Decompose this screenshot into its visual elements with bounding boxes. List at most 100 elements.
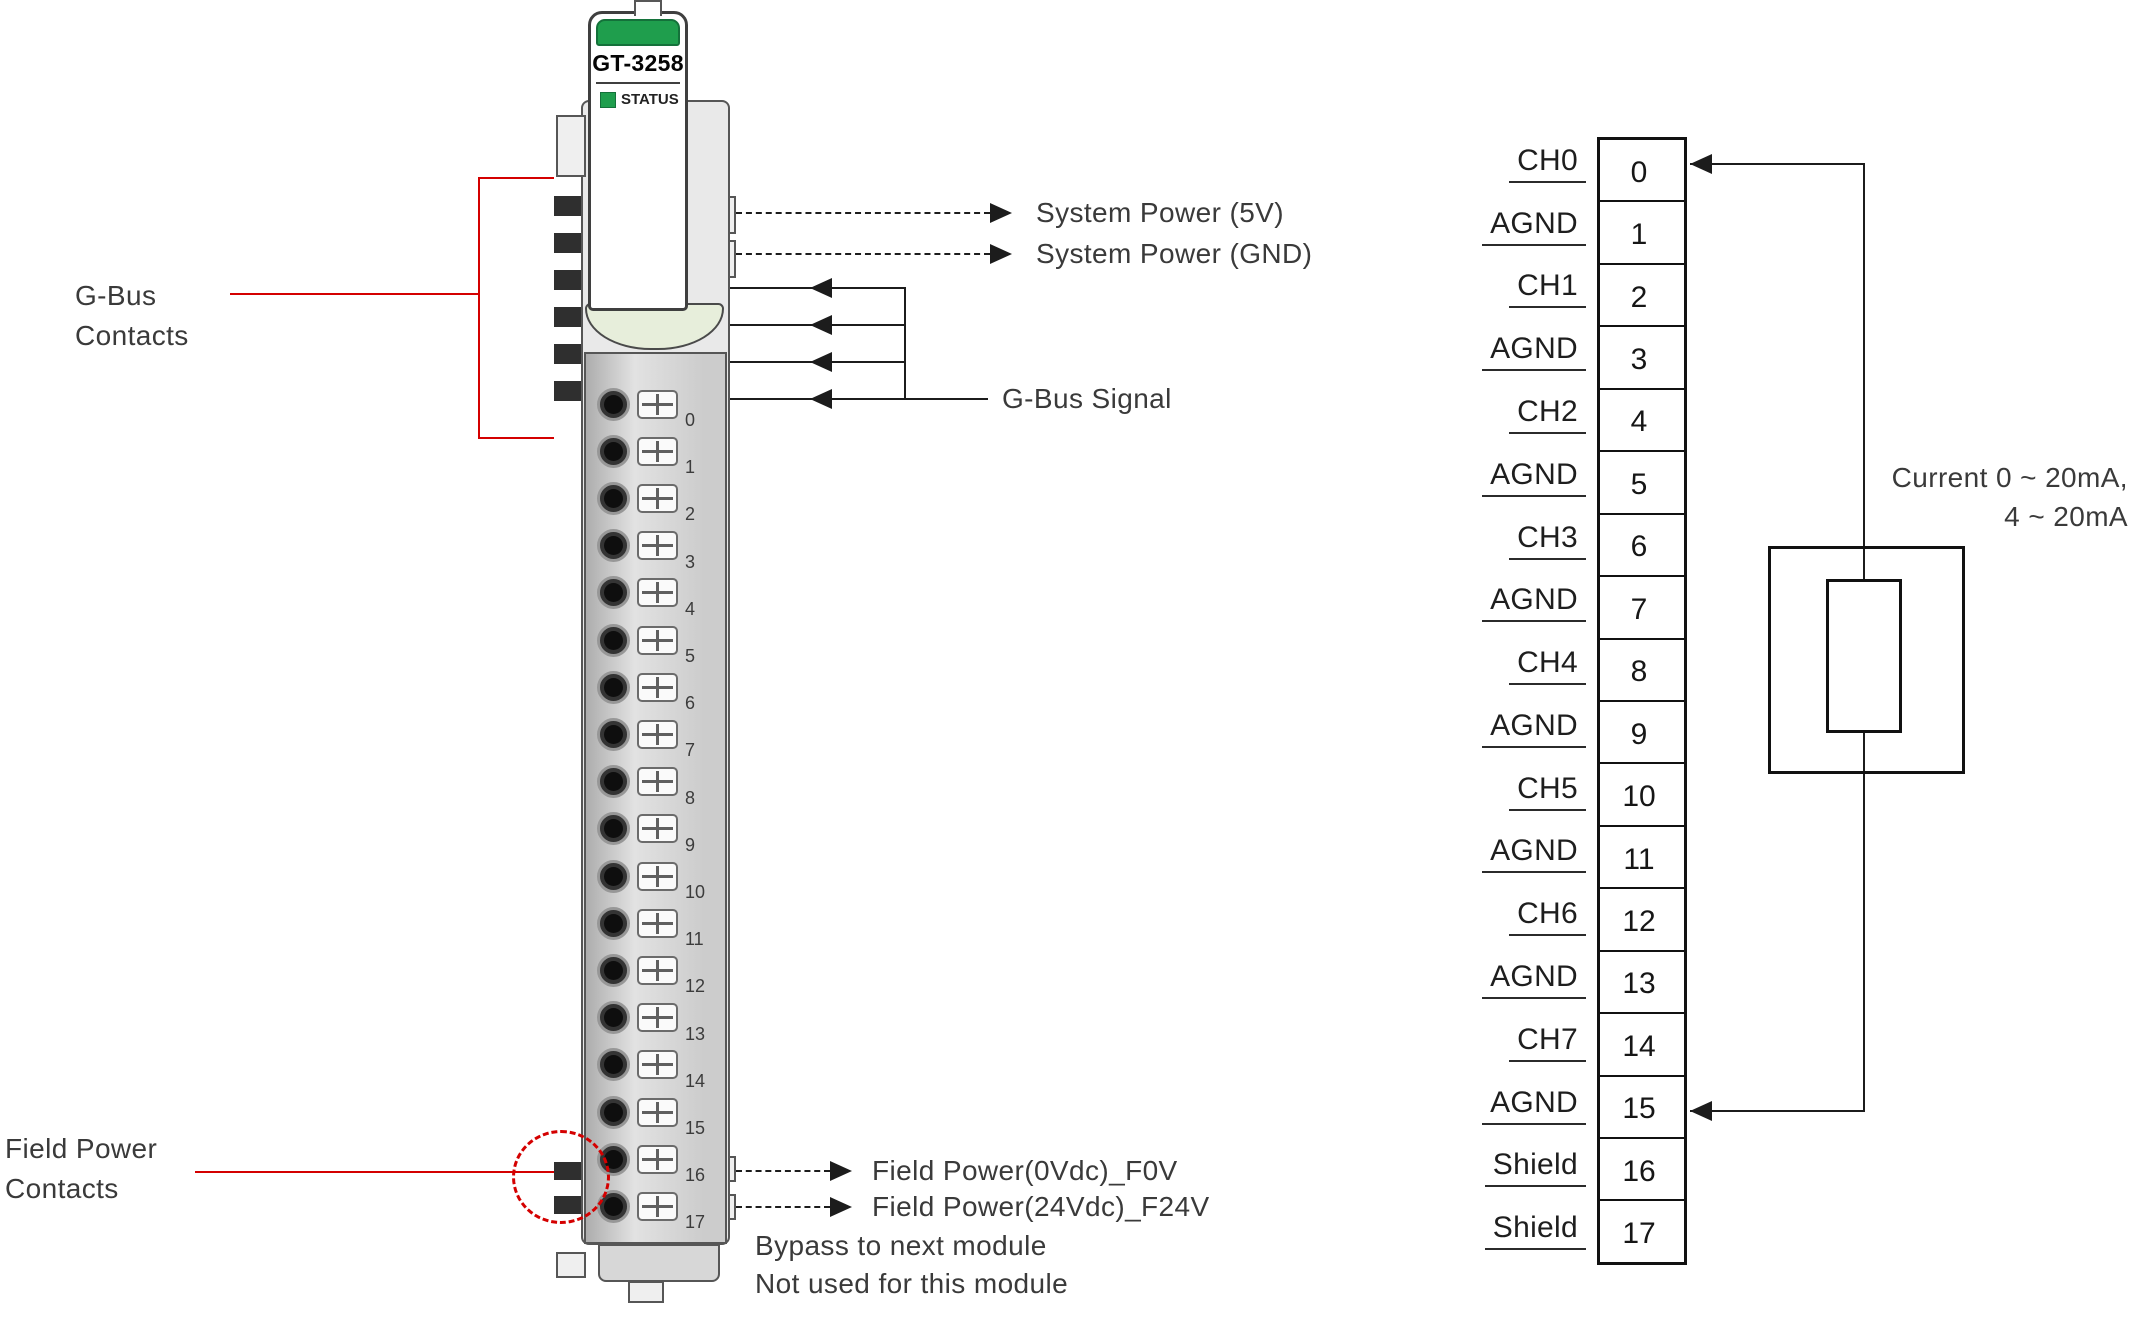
terminal-label: CH2 [1509,395,1586,435]
connector-pin-number: 7 [685,740,696,761]
terminal-pin-cell: 3 [1600,327,1684,390]
gbus-contact-icon [554,196,581,216]
arrow-right-icon [830,1161,852,1181]
connector-row: 7 [597,715,695,760]
terminal-pin-cell: 7 [1600,577,1684,640]
gbus-contact-icon [554,381,581,401]
connector-pin-number: 8 [685,787,696,808]
module-model-label: GT-3258 [592,50,684,76]
terminal-label: AGND [1482,332,1586,372]
connector-pin-number: 15 [685,1118,706,1138]
module-faceplate: GT-3258 STATUS [588,11,688,311]
connector-socket-icon [637,1003,678,1033]
connector-pin-number: 16 [685,1165,706,1186]
circuit-wire-bottom [1690,1110,1865,1112]
connector-pin-number: 14 [685,1070,706,1091]
connector-pin-number: 11 [685,929,704,950]
terminal-label-row: CH3 [1400,514,1586,577]
connector-pin-number: 0 [685,410,696,430]
system-power-5v-label: System Power (5V) [1036,197,1284,228]
field-power-0v-label: Field Power(0Vdc)_F0V [872,1155,1178,1186]
connector-row: 14 [597,1046,705,1091]
connector-led-icon [597,434,630,468]
terminal-pin-cell: 16 [1600,1139,1684,1202]
terminal-pin-cell: 10 [1600,764,1684,827]
terminal-pin-cell: 4 [1600,390,1684,453]
gbus-contact-icon [554,344,581,364]
connector-socket-icon [637,719,678,749]
terminal-label: Shield [1484,1148,1586,1188]
connector-pin-number: 6 [685,693,696,714]
terminal-label-row: CH2 [1400,388,1586,451]
terminal-label: CH3 [1509,521,1586,560]
status-label: STATUS [621,91,679,108]
load-resistor-icon [1826,579,1902,733]
connector-pin-number: 13 [685,1023,706,1044]
terminal-pin-cell: 6 [1600,515,1684,578]
terminal-label: CH6 [1509,897,1586,937]
terminal-label-row: AGND [1400,576,1586,639]
connector-socket-icon [637,1097,678,1127]
connector-led-icon [597,623,630,657]
gbus-contacts-label-line1: G-Bus [75,280,157,311]
arrow-left-icon [1690,1101,1712,1121]
connector-socket-icon [637,672,678,702]
field-power-leader-line [195,1171,555,1173]
module-green-cap [596,19,680,46]
terminal-label: AGND [1482,960,1586,1000]
arrow-right-icon [990,203,1012,223]
connector-pin-number: 17 [685,1212,706,1233]
module-foot-left [556,1252,586,1278]
connector-row: 15 [597,1093,705,1138]
terminal-label-row: AGND [1400,1079,1586,1142]
connector-socket-icon [637,955,678,985]
terminal-label-row: CH1 [1400,263,1586,326]
connector-row: 5 [597,621,695,666]
gbus-signal-bus-line [904,287,906,400]
connector-socket-icon [637,814,678,844]
system-power-gnd-label: System Power (GND) [1036,238,1313,269]
connector-socket-icon [637,861,678,891]
connector-row: 2 [597,479,695,524]
connector-pin-number: 2 [685,504,696,525]
connector-led-icon [597,859,630,893]
connector-socket-icon [637,1144,678,1174]
module-foot-tab [628,1281,664,1303]
gbus-contacts-label-line2: Contacts [75,320,189,351]
connector-pin-number: 1 [685,457,696,478]
circuit-wire-vertical-upper [1863,163,1865,581]
connector-socket-icon [637,483,678,513]
terminal-label-row: AGND [1400,953,1586,1016]
connector-socket-icon [637,578,678,608]
connector-row: 0 [597,385,695,430]
connector-led-icon [597,387,630,421]
terminal-pin-cell: 14 [1600,1014,1684,1077]
terminal-label-row: Shield [1400,1204,1586,1265]
connector-led-icon [597,481,630,515]
connector-row: 16 [597,1140,705,1185]
field-power-0v-line [736,1170,830,1172]
terminal-label-row: CH6 [1400,890,1586,953]
terminal-label: CH1 [1509,269,1586,309]
field-power-contacts-label-line1: Field Power [5,1133,158,1164]
module-top-tab [634,0,662,16]
gbus-contacts-label: G-Bus Contacts [75,276,189,356]
gbus-contact-icon [554,233,581,253]
terminal-label-row: CH4 [1400,639,1586,702]
connector-row: 12 [597,951,705,996]
connector-socket-icon [637,908,678,938]
not-used-note: Not used for this module [755,1268,1069,1299]
terminal-label: CH4 [1509,646,1586,686]
field-power-contacts-label-line2: Contacts [5,1173,119,1204]
terminal-label-row: AGND [1400,702,1586,765]
connector-row: 3 [597,527,695,572]
current-range-line2: 4 ~ 20mA [2004,501,2128,532]
arrow-left-icon [810,389,832,409]
terminal-label: AGND [1482,583,1586,623]
connector-led-icon [597,812,630,846]
terminal-label-row: AGND [1400,828,1586,891]
connector-socket-icon [637,436,678,466]
gbus-leader-line [230,293,480,295]
connector-row: 13 [597,999,705,1044]
